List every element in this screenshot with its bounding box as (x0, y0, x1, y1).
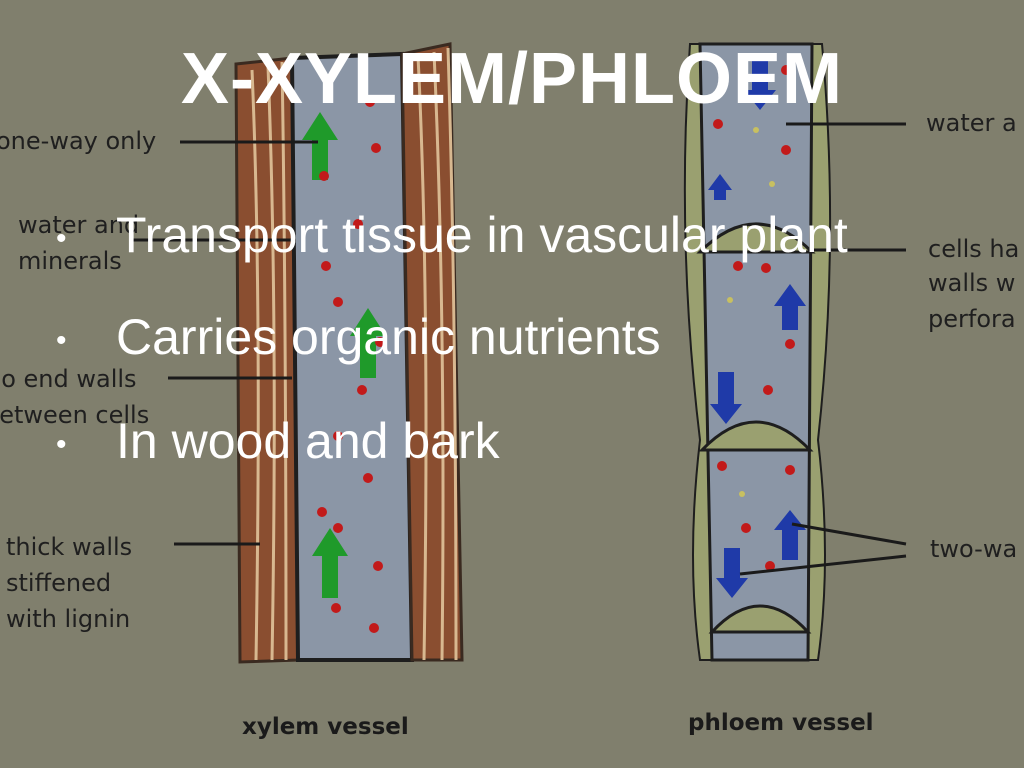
label-walls-with: walls w (928, 269, 1016, 297)
xylem-arrow-up (302, 112, 338, 180)
bullet-item: • In wood and bark (56, 412, 500, 470)
label-minerals: minerals (18, 247, 122, 275)
pointer-line-two-way-b (739, 554, 907, 576)
xylem-caption: xylem vessel (242, 714, 409, 740)
bullet-dot: • (56, 221, 67, 255)
xylem-arrow-up (350, 308, 386, 378)
xylem-right-wall (400, 42, 464, 662)
label-no-end-walls: no end walls (0, 365, 137, 393)
label-between-cells: between cells (0, 401, 150, 429)
xylem-vessel (234, 42, 464, 664)
xylem-left-grain (250, 61, 288, 661)
xylem-arrow-up (312, 528, 348, 598)
label-with-lignin: with lignin (6, 605, 131, 633)
bullet-text: In wood and bark (116, 413, 500, 469)
label-thick-walls: thick walls (6, 533, 133, 561)
phloem-sieve-plate (708, 604, 812, 634)
label-cells-have: cells ha (928, 235, 1020, 263)
xylem-right-grain (416, 47, 458, 661)
bullet-text: Carries organic nutrients (116, 309, 661, 365)
phloem-caption: phloem vessel (688, 710, 874, 736)
bullet-dot: • (56, 323, 67, 357)
bullet-dot: • (56, 427, 67, 461)
xylem-particles (317, 97, 385, 633)
bullet-item: • Transport tissue in vascular plant (56, 206, 848, 264)
label-water-and: water and (18, 211, 140, 239)
bullet-item: • Carries organic nutrients (56, 308, 661, 366)
phloem-sieve-plate (696, 222, 816, 254)
pointer-line-two-way-a (791, 522, 907, 546)
phloem-vessel (683, 42, 832, 662)
phloem-arrows (708, 60, 806, 598)
phloem-lumen (698, 42, 814, 662)
label-water-phloem: water a (926, 109, 1017, 137)
phloem-sieve-plate (698, 420, 814, 452)
label-two-way: two-wa (930, 535, 1018, 563)
label-stiffened: stiffened (6, 569, 112, 597)
label-perforated: perfora (928, 305, 1016, 333)
bullet-text: Transport tissue in vascular plant (116, 207, 848, 263)
slide-title: X-XYLEM/PHLOEM (180, 39, 844, 119)
phloem-particles (713, 65, 795, 571)
label-one-way-only: one-way only (0, 127, 157, 155)
pointer-lines (130, 122, 907, 576)
